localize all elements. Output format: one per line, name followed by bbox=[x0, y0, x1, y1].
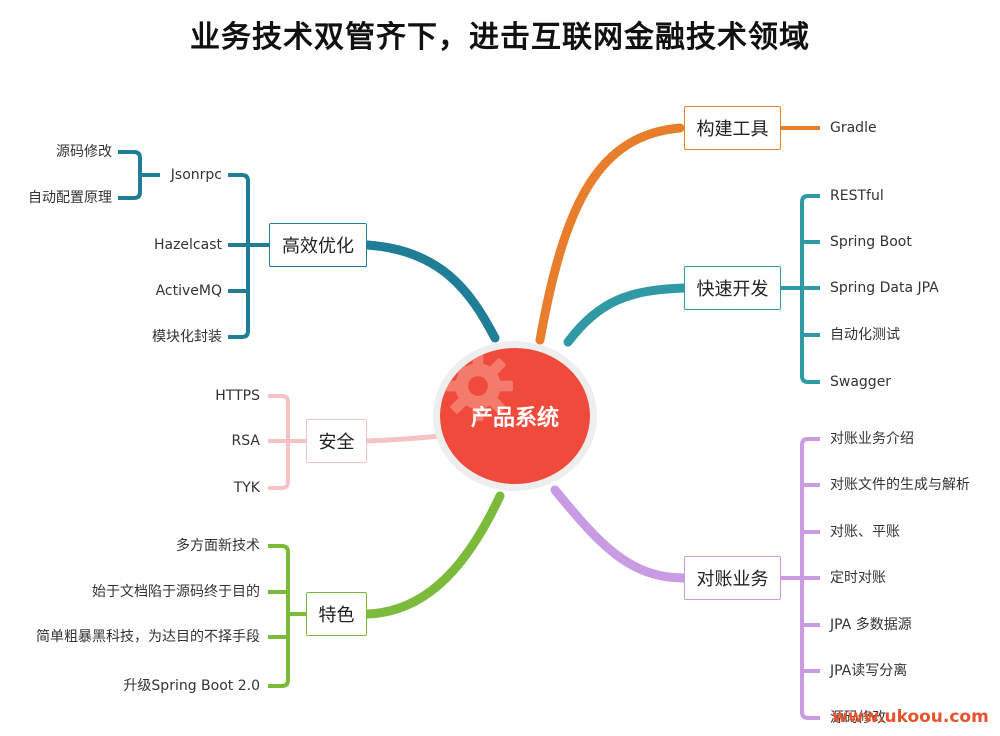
leaf-build-0[interactable]: Gradle bbox=[830, 120, 877, 136]
leaf-feature-1[interactable]: 始于文档陷于源码终于目的 bbox=[92, 584, 260, 600]
leaf-security-0[interactable]: HTTPS bbox=[215, 388, 260, 404]
leaf-reconcile-6[interactable]: 源码修改 bbox=[830, 710, 886, 726]
connector-feature-ticks bbox=[268, 590, 288, 639]
branch-curve-optimize bbox=[362, 240, 500, 343]
connector-reconcile-ticks bbox=[802, 483, 820, 673]
leaf-feature-0[interactable]: 多方面新技术 bbox=[176, 538, 260, 554]
leaf-optimize-1[interactable]: Hazelcast bbox=[153, 237, 222, 253]
connector-fastdev-ticks bbox=[802, 240, 820, 337]
leaf-security-2[interactable]: TYK bbox=[233, 480, 260, 496]
leaf-feature-3[interactable]: 升级Spring Boot 2.0 bbox=[123, 678, 260, 694]
connector-feature-bracket bbox=[268, 544, 290, 688]
leaf-reconcile-3[interactable]: 定时对账 bbox=[830, 570, 886, 586]
center-node-fill: 产品系统 bbox=[440, 348, 590, 484]
leaf-feature-2[interactable]: 简单粗暴黑科技，为达目的不择手段 bbox=[36, 629, 260, 645]
connector-optimize-ticks bbox=[228, 243, 248, 293]
leaf-fastdev-4[interactable]: Swagger bbox=[830, 374, 892, 390]
leaf-optimize-2[interactable]: ActiveMQ bbox=[155, 283, 222, 299]
branch-curve-security bbox=[364, 433, 443, 444]
connector-optimize-bracket bbox=[228, 173, 250, 339]
leaf-optimize-3[interactable]: 模块化封装 bbox=[152, 329, 222, 345]
gear-icon bbox=[443, 351, 513, 421]
leaf-reconcile-2[interactable]: 对账、平账 bbox=[830, 524, 900, 540]
leaf-security-1[interactable]: RSA bbox=[231, 433, 260, 449]
leaf-reconcile-4[interactable]: JPA 多数据源 bbox=[830, 617, 912, 633]
center-node-label: 产品系统 bbox=[470, 406, 559, 431]
leaf-jsonrpc-1[interactable]: 自动配置原理 bbox=[28, 190, 112, 206]
leaf-fastdev-3[interactable]: 自动化测试 bbox=[830, 327, 900, 343]
leaf-jsonrpc-0[interactable]: 源码修改 bbox=[56, 144, 112, 160]
topic-reconcile[interactable]: 对账业务 bbox=[684, 556, 781, 600]
leaf-reconcile-1[interactable]: 对账文件的生成与解析 bbox=[830, 477, 970, 493]
branch-curve-fastdev bbox=[563, 283, 689, 347]
leaf-fastdev-0[interactable]: RESTful bbox=[830, 188, 884, 204]
topic-fastdev[interactable]: 快速开发 bbox=[684, 266, 781, 310]
branch-curve-feature bbox=[362, 491, 505, 619]
leaf-fastdev-1[interactable]: Spring Boot bbox=[830, 234, 912, 250]
watermark-text: www.ukoou.com bbox=[832, 707, 989, 727]
leaf-reconcile-0[interactable]: 对账业务介绍 bbox=[830, 431, 914, 447]
topic-security[interactable]: 安全 bbox=[306, 419, 367, 463]
leaf-optimize-jsonrpc[interactable]: Jsonrpc bbox=[170, 167, 222, 183]
topic-feature[interactable]: 特色 bbox=[306, 592, 367, 636]
branch-curve-build bbox=[535, 123, 685, 345]
connector-jsonrpc-bracket bbox=[118, 150, 142, 200]
leaf-fastdev-2[interactable]: Spring Data JPA bbox=[830, 280, 939, 296]
topic-build[interactable]: 构建工具 bbox=[684, 106, 781, 150]
page-title: 业务技术双管齐下，进击互联网金融技术领域 bbox=[190, 20, 810, 55]
topic-optimize[interactable]: 高效优化 bbox=[269, 223, 367, 267]
leaf-reconcile-5[interactable]: JPA读写分离 bbox=[830, 663, 908, 679]
branch-curve-reconcile bbox=[550, 485, 689, 583]
center-node[interactable]: 产品系统 bbox=[433, 341, 597, 491]
